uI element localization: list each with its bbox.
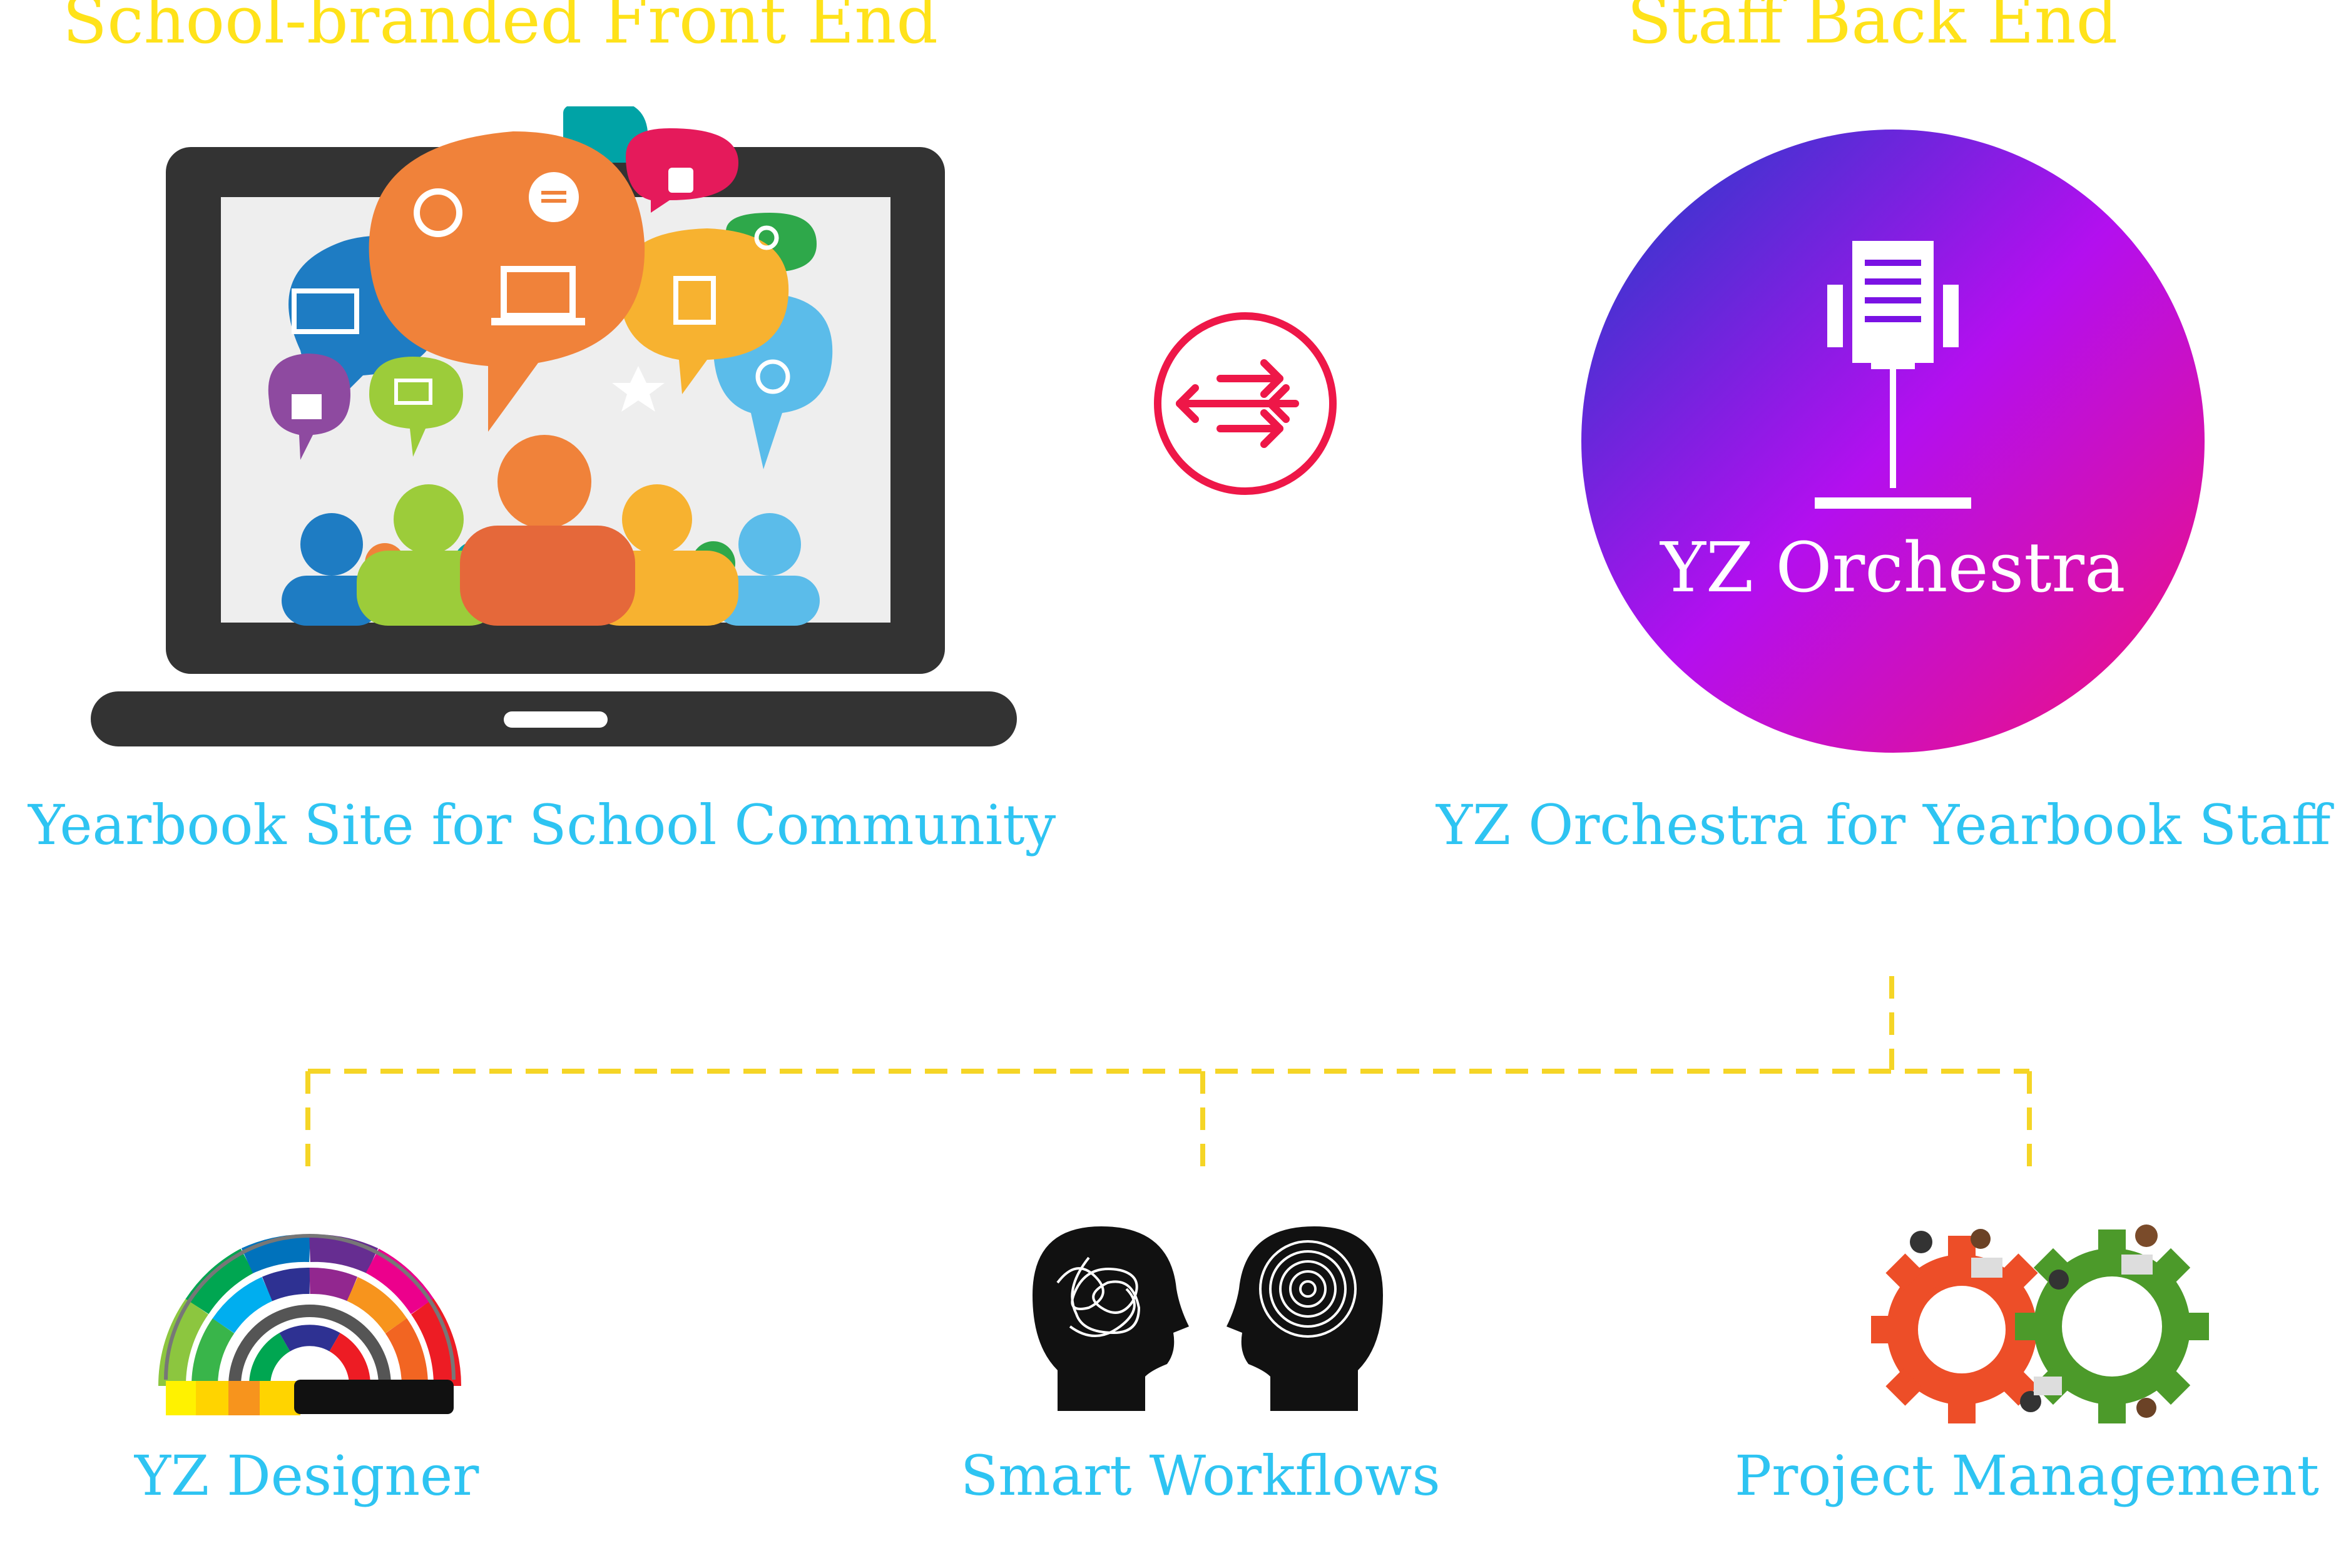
workflows-caption: Smart Workflows [961,1443,1441,1508]
orchestra-staff-caption: YZ Orchestra for Yearbook Staff [1436,793,2331,857]
orchestra-logo-icon[interactable]: YZ Orchestra [1577,125,2209,757]
back-end-heading: Staff Back End [1627,0,2118,58]
designer-caption: YZ Designer [135,1443,479,1508]
color-fan-icon [158,1234,462,1415]
sync-arrows-icon[interactable] [1151,310,1339,497]
gears-team-icon [1871,1224,2209,1423]
yearbook-site-caption: Yearbook Site for School Community [28,793,1056,857]
connector-tree [305,976,2032,1167]
laptop-community-icon [91,106,1017,746]
front-end-heading: School-branded Front End [63,0,938,58]
project-management-caption: Project Management [1735,1443,2319,1508]
two-heads-icon [1033,1226,1383,1411]
orchestra-logo-text: YZ Orchestra [1659,527,2125,608]
